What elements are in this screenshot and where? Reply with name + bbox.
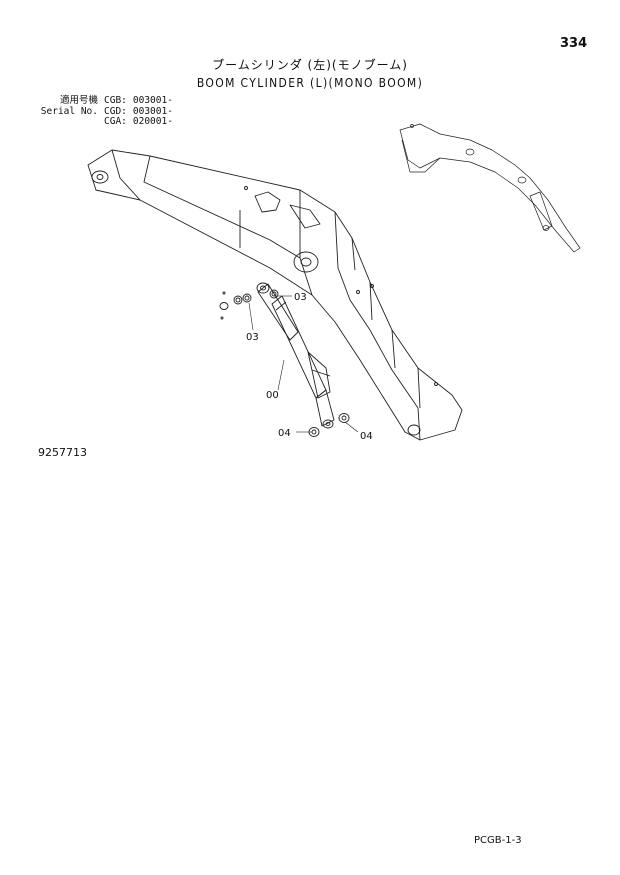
serial-block: 適用号機 CGB: 003001- Serial No. CGD: 003001… <box>38 95 173 128</box>
key-plan <box>399 123 581 253</box>
callout-04-left: 04 <box>278 428 291 439</box>
title-english: BOOM CYLINDER (L)(MONO BOOM) <box>196 76 424 90</box>
leader-lines <box>248 295 359 433</box>
callout-00: 00 <box>266 390 279 401</box>
serial-row: CGA: 020001- <box>38 116 173 128</box>
serial-row: 適用号機 CGB: 003001- <box>38 95 173 107</box>
mono-boom <box>87 149 463 441</box>
serial-code: CGA: <box>104 116 127 127</box>
serial-label-en: Serial No. <box>40 105 98 117</box>
hardware-parts <box>219 289 350 437</box>
serial-code: CGD: <box>104 105 127 117</box>
callout-04-right: 04 <box>360 431 373 442</box>
serial-row: Serial No. CGD: 003001- <box>38 105 173 118</box>
serial-label-jp: 適用号機 <box>59 95 98 106</box>
serial-value: 020001- <box>132 116 173 127</box>
callout-03-upper: 03 <box>294 292 307 303</box>
drawing-number: 9257713 <box>38 446 87 459</box>
serial-value: 003001- <box>132 105 173 117</box>
footer-code: PCGB-1-3 <box>474 835 522 846</box>
serial-value: 003001- <box>132 95 173 106</box>
callout-03-lower: 03 <box>246 332 259 343</box>
serial-code: CGB: <box>104 95 127 106</box>
boom-cylinder <box>256 282 335 429</box>
title-japanese: ブ゙ームシリンダ゙ (左)(モノブ゙ーム) <box>212 58 408 72</box>
page-number: 334 <box>560 36 588 51</box>
